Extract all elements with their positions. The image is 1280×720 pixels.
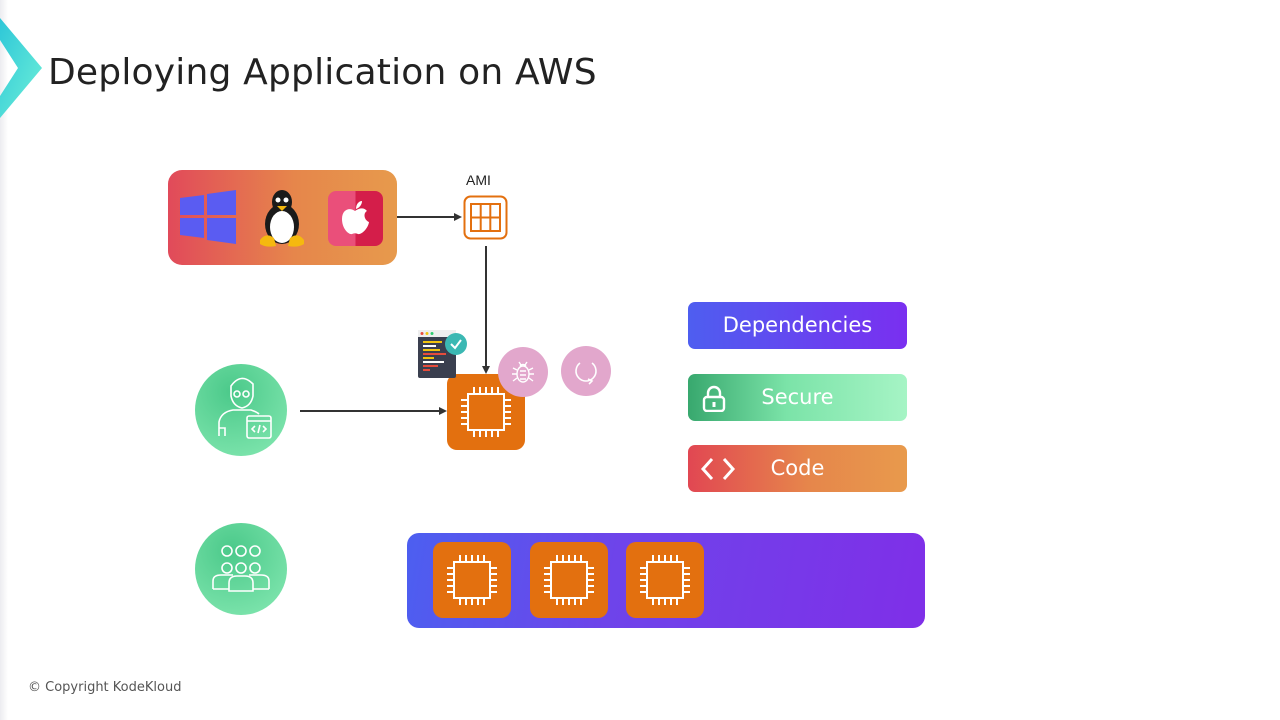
ec2-chip-icon: [544, 555, 594, 605]
copyright-footer: © Copyright KodeKloud: [28, 680, 182, 695]
bug-icon: [512, 361, 534, 383]
code-label: Code: [770, 456, 825, 480]
scaled-instances-box: [407, 533, 925, 628]
secure-pill: Secure: [688, 374, 907, 421]
dependencies-label: Dependencies: [722, 313, 873, 337]
slide-left-edge: [0, 0, 8, 720]
ec2-instance: [530, 542, 608, 618]
connector-ami-to-ec2: [485, 246, 487, 368]
arrowhead: [482, 366, 490, 374]
os-group-box: [168, 170, 397, 265]
developer-icon: [218, 377, 272, 439]
ami-label: AMI: [466, 172, 491, 188]
check-badge-icon: [445, 333, 467, 355]
macos-tile: [328, 191, 383, 246]
slide-title: Deploying Application on AWS: [48, 52, 597, 93]
secure-label: Secure: [761, 385, 834, 409]
arrowhead: [454, 213, 462, 221]
ec2-instance: [626, 542, 704, 618]
code-brackets-icon: [700, 457, 736, 481]
apple-icon: [342, 201, 369, 235]
arrowhead: [439, 407, 447, 415]
refresh-circle: [561, 346, 611, 396]
windows-icon: [180, 190, 236, 244]
linux-tux-icon: [260, 190, 304, 247]
refresh-icon: [575, 362, 597, 385]
dependencies-pill: Dependencies: [688, 302, 907, 349]
connector-developer-to-ec2: [300, 410, 440, 412]
users-group-icon: [212, 545, 270, 592]
ami-grid-icon: [463, 195, 508, 240]
users-circle: [195, 523, 287, 615]
code-pill: Code: [688, 445, 907, 492]
ec2-instance: [447, 374, 525, 450]
ec2-chip-icon: [447, 555, 497, 605]
ec2-chip-icon: [461, 387, 511, 437]
lock-icon: [702, 385, 726, 412]
ec2-instance: [433, 542, 511, 618]
kodekloud-chevron-logo: [0, 18, 42, 118]
connector-os-to-ami: [397, 216, 455, 218]
bug-circle: [498, 347, 548, 397]
ec2-chip-icon: [640, 555, 690, 605]
developer-circle: [195, 364, 287, 456]
